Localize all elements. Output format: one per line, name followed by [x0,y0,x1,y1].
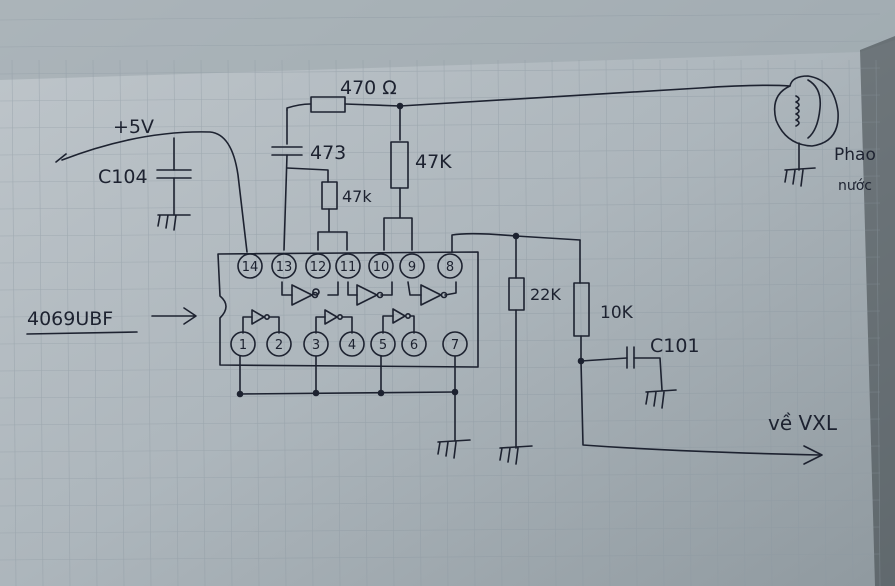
wire-to-sensor [399,84,791,107]
wire-470-left [286,103,311,111]
output-wire [580,360,821,456]
label-sensor-line1: Phao [834,145,876,165]
ground-c104 [157,214,191,231]
pin-top-label-9: 9 [408,260,416,275]
supply-wire [61,131,248,253]
pin-top-circle-11 [335,253,361,279]
pin-bottom-circle-7 [442,331,468,357]
pin-bottom-label-1: 1 [239,338,247,353]
pin-top-circle-14 [237,253,263,279]
pin-bottom-circle-1 [230,331,256,357]
pin-top-circle-13 [271,253,297,279]
pin-bottom-label-5: 5 [379,338,387,353]
label-r-22k: 22K [530,285,561,304]
pin-bottom-label-7: 7 [451,338,459,353]
label-c101: C101 [650,335,700,357]
output-arrow [803,445,823,465]
pin-bottom-circle-2 [266,331,292,357]
pins-bottom-row: 1 2 3 4 5 6 7 [230,331,468,357]
label-output: về VXL [768,411,838,435]
label-r-470: 470 Ω [340,77,397,99]
pin-bottom-circle-3 [303,331,329,357]
ground-sensor [784,167,816,187]
pin-top-label-8: 8 [446,260,454,275]
pin-bottom-circle-4 [339,331,365,357]
chip-arrow [151,307,197,325]
pin-top-label-14: 14 [242,260,259,275]
chip-4069ubf [217,251,479,368]
chip-label-underline [26,331,138,335]
pin-top-circle-8 [437,253,463,279]
pin-bottom-circle-6 [401,331,427,357]
label-r-47k-a: 47K [415,151,452,173]
pin-bottom-label-2: 2 [275,338,283,353]
label-supply: +5V [113,116,154,138]
label-chip: 4069UBF [27,308,113,330]
label-c104: C104 [98,166,148,188]
pin-top-label-13: 13 [276,260,293,275]
pin-top-label-10: 10 [373,260,390,275]
pin-top-circle-10 [368,253,394,279]
float-sensor [773,75,839,147]
pin-top-label-11: 11 [340,260,357,275]
pins-top-row: 14 13 12 11 10 9 8 [237,253,463,279]
pin-top-circle-12 [305,253,331,279]
label-cap-473: 473 [310,142,346,164]
pin-top-circle-9 [399,253,425,279]
pin-bottom-label-4: 4 [348,338,356,353]
ground-c101 [645,389,677,409]
label-sensor-line2: nước [838,178,872,194]
pin-bottom-circle-5 [370,331,396,357]
ground-22k [499,445,533,465]
pin-bottom-label-6: 6 [410,338,418,353]
pin-top-label-12: 12 [310,260,327,275]
ground-pin7 [437,439,471,459]
label-r-47k-b: 47k [342,187,372,206]
pin-bottom-label-3: 3 [312,338,320,353]
label-r-10k: 10K [600,303,634,323]
